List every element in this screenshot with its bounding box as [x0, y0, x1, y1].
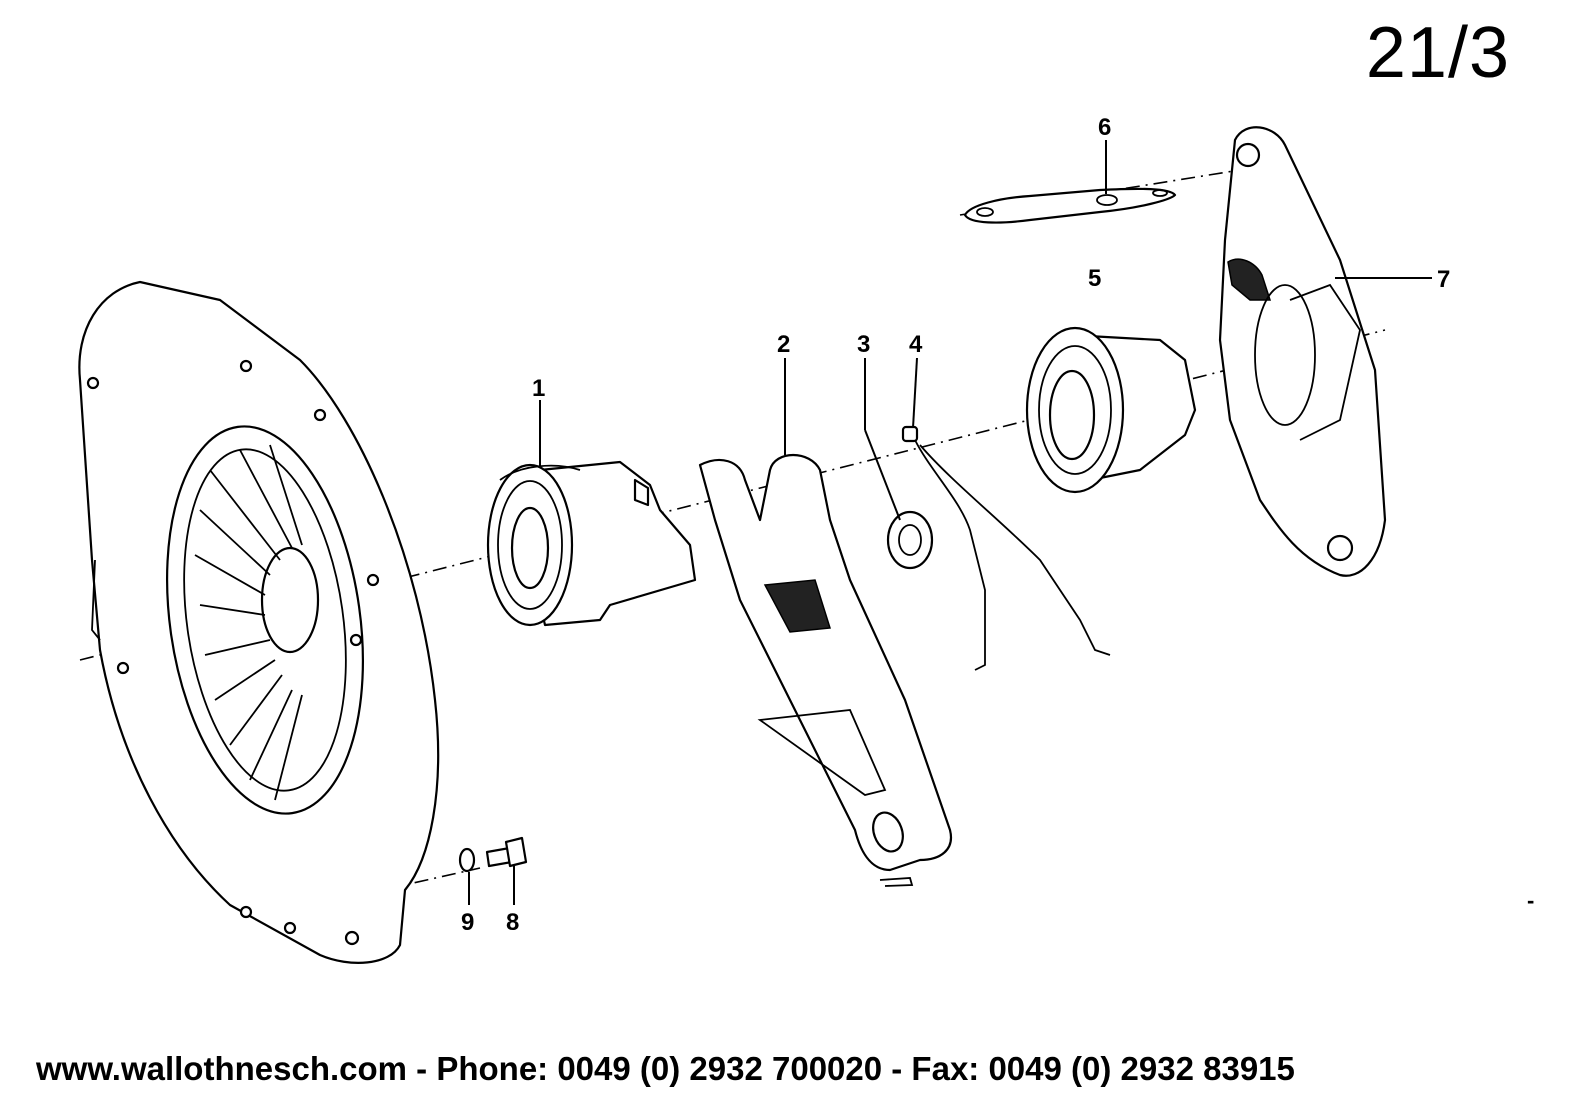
callout-7: 7: [1437, 266, 1450, 293]
callout-2: 2: [777, 331, 790, 358]
part-4-retaining-spring: [901, 425, 1111, 671]
page-number: 21/3: [1365, 13, 1510, 93]
part-6-gasket: [963, 187, 1177, 224]
part-2-release-fork: [698, 454, 953, 887]
callout-labels: 1 2 3 4 5 6 7 8 9: [461, 114, 1450, 936]
part-1-release-bearing: [486, 460, 697, 627]
callout-3: 3: [857, 331, 870, 358]
part-9-washer: [458, 847, 476, 873]
part-3-bushing: [886, 510, 934, 570]
exploded-clutch-diagram: 1 2 3 4 5 6 7 8 9: [78, 114, 1450, 964]
edge-mark: -: [1527, 888, 1535, 913]
callout-4: 4: [909, 331, 923, 358]
callout-leaders: [468, 140, 1432, 905]
part-8-bolt: [485, 836, 528, 868]
callout-5: 5: [1088, 265, 1101, 292]
part-5-release-bearing: [1025, 326, 1197, 494]
callout-6: 6: [1098, 114, 1111, 141]
part-7-guide-sleeve: [1218, 126, 1387, 577]
clutch-pressure-plate: [78, 280, 440, 964]
callout-9: 9: [461, 909, 474, 936]
callout-8: 8: [506, 909, 519, 936]
contact-footer: www.wallothnesch.com - Phone: 0049 (0) 2…: [36, 1050, 1295, 1087]
callout-1: 1: [532, 375, 545, 402]
